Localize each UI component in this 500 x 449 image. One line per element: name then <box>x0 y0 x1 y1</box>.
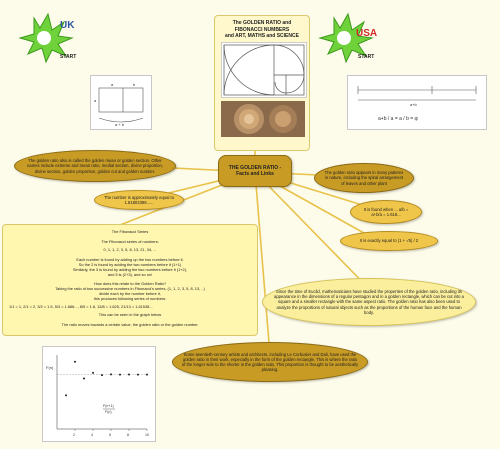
title-panel: The GOLDEN RATIO and FIBONACCI NUMBERS a… <box>214 15 310 151</box>
title-line-1: The GOLDEN RATIO and <box>232 20 292 26</box>
fibonacci-conclusion: The ratio moves towards a certain value,… <box>61 322 199 328</box>
ratio-graph: F(n) F(n+1) F(n) 2 4 6 8 10 <box>42 346 156 442</box>
ammonite-shell-image <box>221 100 305 137</box>
fibonacci-rule: Each number is found by adding up the tw… <box>72 257 188 278</box>
data-point <box>83 377 85 380</box>
data-point <box>110 373 112 376</box>
fibonacci-heading: The Fibonacci Series <box>111 229 149 234</box>
uk-start-logo[interactable]: UK START <box>12 8 92 66</box>
golden-ratio-formula: a+b / a = a / b = φ <box>378 116 419 122</box>
fibonacci-explain: Taking the ratio of two successive numbe… <box>55 285 205 301</box>
graph-ylabel: F(n) <box>46 365 54 370</box>
graph-legend-denominator: F(n) <box>105 410 112 414</box>
nature-patterns-bubble[interactable]: The golden ratio appears in many pattern… <box>314 163 414 193</box>
usa-label: USA <box>356 28 378 39</box>
splat-icon <box>18 12 74 64</box>
data-point <box>101 374 103 377</box>
found-when-bubble[interactable]: It is found when ... a/b = a+b/a = 1.618… <box>350 200 422 224</box>
other-names-bubble[interactable]: The golden ratio also is called the gold… <box>14 150 176 182</box>
center-node[interactable]: THE GOLDEN RATIO - Facts and Links <box>218 155 292 187</box>
exactly-equal-bubble[interactable]: It is exactly equal to (1 + √5) / 2 <box>340 231 438 251</box>
usa-start-logo[interactable]: USA START <box>312 8 392 66</box>
label-a-top: a <box>111 82 114 87</box>
x-tick-label: 10 <box>145 433 149 437</box>
artists-bubble[interactable]: Some twentieth-century artists and archi… <box>172 342 368 382</box>
mathematicians-bubble[interactable]: Since the time of Euclid, mathematicians… <box>262 278 476 326</box>
exactly-equal-text: It is exactly equal to (1 + √5) / 2 <box>359 238 419 244</box>
approx-value-bubble[interactable]: The number is approximately equal to 1.6… <box>94 190 184 210</box>
other-names-text: The golden ratio also is called the gold… <box>27 158 163 174</box>
title-line-3: and ART, MATHS and SCIENCE <box>225 33 299 39</box>
mathematicians-text: Since the time of Euclid, mathematicians… <box>274 288 464 315</box>
golden-rectangle-diagram: a b a a + b <box>94 82 144 127</box>
fibonacci-graph-note: This can be seen in the graph below <box>98 311 162 317</box>
x-tick-label: 4 <box>91 433 93 437</box>
label-b: b <box>133 82 136 87</box>
approx-value-text: The number is approximately equal to 1.6… <box>103 194 175 205</box>
x-tick-label: 8 <box>127 433 129 437</box>
usa-start-label: START <box>358 54 375 60</box>
golden-spiral-icon <box>221 41 307 98</box>
fibonacci-series: 0, 1, 1, 2, 3, 5, 8, 13, 21, 34, ... <box>103 247 157 253</box>
uk-label: UK <box>60 20 75 31</box>
ratio-chart-svg: F(n) F(n+1) F(n) 2 4 6 8 10 <box>46 355 149 437</box>
x-tick-label: 6 <box>109 433 111 437</box>
data-point <box>74 360 76 363</box>
artists-text: Some twentieth-century artists and archi… <box>181 351 359 373</box>
fibonacci-panel: The Fibonacci Series The Fibonacci serie… <box>2 224 258 336</box>
uk-start-label: START <box>60 54 77 60</box>
fibonacci-question: How does this relate to the Golden Ratio… <box>93 280 167 286</box>
fibonacci-ratios: 1/1 = 1, 2/1 = 2, 3/2 = 1.5, 5/3 = 1.666… <box>9 303 153 309</box>
graph-legend-numerator: F(n+1) <box>103 404 114 408</box>
nature-patterns-text: The golden ratio appears in many pattern… <box>324 170 404 186</box>
fibonacci-series-intro: The Fibonacci series of numbers: <box>101 239 159 245</box>
data-point <box>65 394 67 397</box>
data-point <box>146 373 148 376</box>
label-a-plus-b: a+b <box>410 102 418 107</box>
golden-ratio-formula-figure: a+b a+b / a = a / b = φ <box>347 75 487 130</box>
center-subtitle: Facts and Links <box>236 171 274 177</box>
label-a-side: a <box>94 98 97 103</box>
golden-rectangle-figure: a b a a + b <box>90 75 152 130</box>
label-a-plus-b: a + b <box>115 122 125 127</box>
line-segment-diagram: a+b a+b / a = a / b = φ <box>357 86 477 122</box>
found-when-text: It is found when ... a/b = a+b/a = 1.618… <box>363 206 409 217</box>
data-point <box>128 373 130 376</box>
title-line-2: FIBONACCI NUMBERS <box>234 26 290 33</box>
center-title: THE GOLDEN RATIO - <box>228 164 282 171</box>
x-tick-label: 2 <box>73 433 75 437</box>
data-point <box>137 373 139 376</box>
splat-icon <box>318 12 374 64</box>
data-point <box>92 371 94 374</box>
data-point <box>119 373 121 376</box>
